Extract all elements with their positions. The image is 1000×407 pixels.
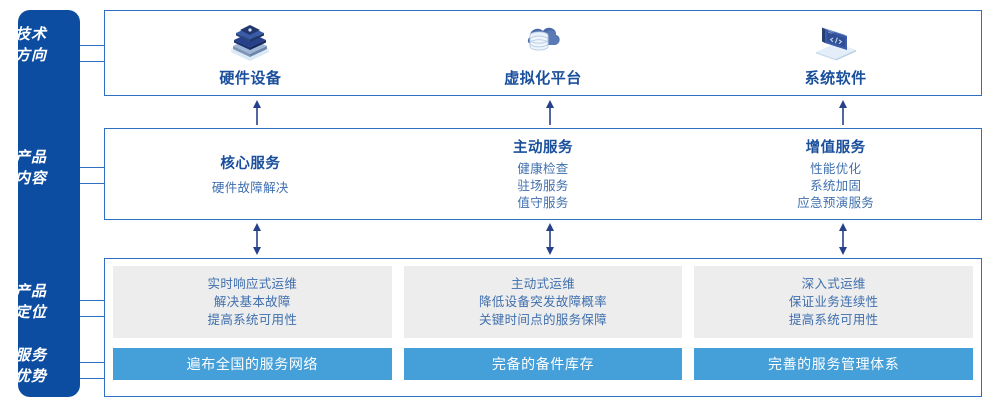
positioning-card[interactable]: 主动式运维 降低设备突发故障概率 关键时间点的服务保障 (403, 266, 683, 338)
sidebar-label-line1: 技术 (14, 26, 47, 43)
positioning-line: 关键时间点的服务保障 (479, 313, 608, 327)
positioning-line: 保证业务连续性 (788, 295, 879, 309)
positioning-line: 深入式运维 (801, 277, 866, 291)
connector-positioning-top (80, 300, 113, 301)
arrow-双-proactive-positioning (543, 223, 557, 260)
section-box-product-content (104, 128, 982, 220)
sidebar-label-line1: 服务 (14, 347, 47, 364)
content-column-title: 核心服务 (220, 155, 281, 172)
arrow-up-system-software (836, 99, 850, 130)
positioning-card[interactable]: 实时响应式运维 解决基本故障 提高系统可用性 (113, 266, 392, 338)
arrow-up-virtualization (543, 99, 557, 130)
arrow-双-core-positioning (250, 223, 264, 260)
positioning-line: 提高系统可用性 (207, 313, 298, 327)
connector-advantage-top (80, 362, 113, 363)
content-column-value-added-service[interactable]: 增值服务 性能优化 系统加固 应急预演服务 (689, 128, 982, 220)
tech-direction-row: 硬件设备 虚拟化平台 (104, 10, 982, 96)
content-column-proactive-service[interactable]: 主动服务 健康检查 驻场服务 值守服务 (397, 128, 690, 220)
sidebar-label-line1: 产品 (14, 149, 47, 166)
content-item: 硬件故障解决 (211, 180, 289, 195)
advantage-bar[interactable]: 完善的服务管理体系 (694, 348, 974, 380)
positioning-line: 实时响应式运维 (207, 277, 298, 291)
sidebar-label-line2: 内容 (14, 170, 47, 187)
sidebar-label-tech-direction: 技术 方向 (0, 24, 62, 66)
content-item: 健康检查 (517, 162, 569, 176)
content-item: 性能优化 (810, 162, 862, 176)
tech-item-virtualization[interactable]: 虚拟化平台 (397, 10, 690, 96)
connector-tech-bottom (80, 61, 104, 62)
content-item: 驻场服务 (517, 179, 569, 193)
tech-item-system-software[interactable]: 系统软件 (689, 10, 982, 96)
content-column-title: 增值服务 (805, 140, 866, 156)
connector-content-bottom (80, 183, 104, 184)
connector-tech-top (80, 45, 104, 46)
tech-item-hardware[interactable]: 硬件设备 (104, 10, 397, 96)
positioning-card[interactable]: 深入式运维 保证业务连续性 提高系统可用性 (694, 266, 974, 338)
bottom-column-3: 深入式运维 保证业务连续性 提高系统可用性 完善的服务管理体系 (694, 266, 974, 390)
advantage-bar[interactable]: 遍布全国的服务网络 (113, 348, 392, 380)
content-item: 值守服务 (517, 196, 569, 210)
bottom-column-2: 主动式运维 降低设备突发故障概率 关键时间点的服务保障 完备的备件库存 (403, 266, 683, 390)
content-item: 应急预演服务 (797, 196, 875, 210)
cloud-database-icon (514, 19, 572, 63)
sidebar-label-service-advantage: 服务 优势 (0, 345, 62, 387)
positioning-line: 提高系统可用性 (788, 313, 879, 327)
arrow-双-value-positioning (836, 223, 850, 260)
tech-item-label: 硬件设备 (219, 69, 282, 87)
connector-advantage-bottom (80, 378, 113, 379)
positioning-line: 降低设备突发故障概率 (479, 295, 608, 309)
sidebar-label-product-positioning: 产品 定位 (0, 281, 62, 323)
content-column-title: 主动服务 (513, 140, 573, 156)
content-item: 系统加固 (810, 179, 862, 193)
server-stack-icon (221, 19, 279, 63)
tech-item-label: 系统软件 (804, 69, 867, 87)
bottom-column-1: 实时响应式运维 解决基本故障 提高系统可用性 遍布全国的服务网络 (113, 266, 392, 390)
tech-item-label: 虚拟化平台 (504, 69, 582, 87)
content-column-core-service[interactable]: 核心服务 硬件故障解决 (104, 128, 397, 220)
connector-content-top (80, 167, 104, 168)
positioning-line: 主动式运维 (511, 277, 576, 291)
positioning-line: 解决基本故障 (213, 295, 291, 309)
laptop-code-icon (807, 19, 865, 63)
advantage-bar[interactable]: 完备的备件库存 (403, 348, 683, 380)
sidebar-label-line2: 定位 (14, 304, 47, 321)
sidebar-label-line2: 方向 (14, 47, 47, 64)
sidebar-label-line2: 优势 (14, 368, 47, 385)
category-sidebar (18, 10, 80, 397)
product-content-row: 核心服务 硬件故障解决 主动服务 健康检查 驻场服务 值守服务 增值服务 性能优… (104, 128, 982, 220)
sidebar-label-line1: 产品 (14, 283, 47, 300)
arrow-up-hardware (250, 99, 264, 130)
connector-positioning-bottom (80, 316, 113, 317)
positioning-advantage-row: 实时响应式运维 解决基本故障 提高系统可用性 遍布全国的服务网络 主动式运维 降… (113, 266, 974, 390)
sidebar-label-product-content: 产品 内容 (0, 147, 62, 189)
